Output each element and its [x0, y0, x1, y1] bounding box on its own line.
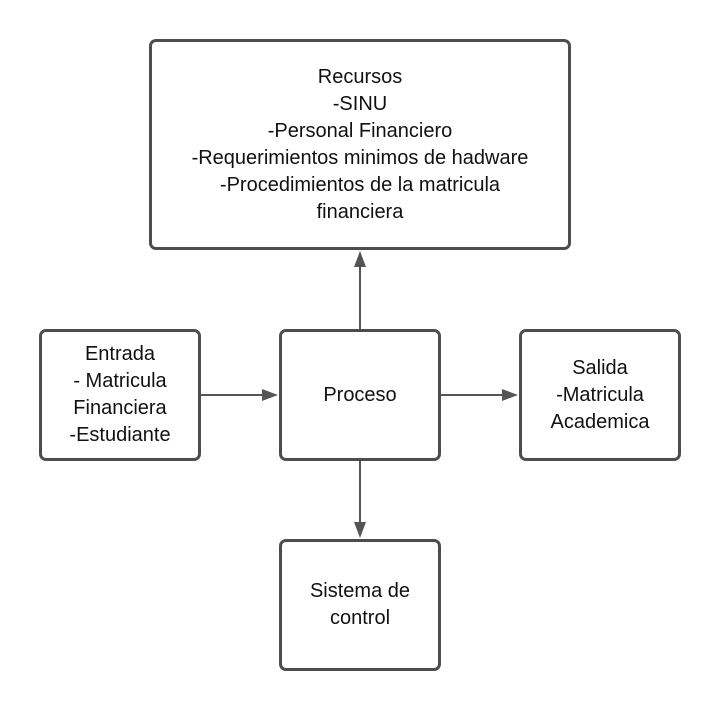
- arrowhead-salida: [502, 389, 518, 401]
- node-recursos-line-5: -Procedimientos de la matricula: [219, 173, 501, 196]
- node-entrada: Entrada - Matricula Financiera -Estudian…: [39, 329, 201, 461]
- node-proceso-line-1: Proceso: [323, 383, 397, 406]
- node-control-line-1: Sistema de: [309, 580, 411, 602]
- node-recursos-line-1: Recursos: [317, 65, 403, 88]
- node-control-line-2: control: [329, 607, 391, 629]
- node-recursos-line-3: -Personal Financiero: [267, 119, 453, 142]
- node-sistema-de-control: Sistema de control: [279, 539, 441, 671]
- node-recursos-line-4: -Requerimientos minimos de hadware: [191, 146, 529, 169]
- node-recursos-line-6: financiera: [316, 200, 404, 223]
- node-entrada-line-1: Entrada: [84, 343, 156, 365]
- node-entrada-line-4: -Estudiante: [69, 424, 171, 446]
- node-entrada-line-2: - Matricula: [73, 370, 167, 392]
- arrowhead-recursos: [354, 251, 366, 267]
- arrowhead-control: [354, 522, 366, 538]
- node-recursos: Recursos -SINU -Personal Financiero -Req…: [149, 39, 571, 250]
- node-proceso: Proceso: [279, 329, 441, 461]
- node-recursos-line-2: -SINU: [332, 92, 388, 115]
- node-salida-line-3: Academica: [550, 410, 650, 433]
- node-salida-line-2: -Matricula: [556, 383, 644, 406]
- node-salida: Salida -Matricula Academica: [519, 329, 681, 461]
- node-salida-line-1: Salida: [572, 356, 628, 379]
- node-entrada-line-3: Financiera: [73, 397, 167, 419]
- arrowhead-proceso: [262, 389, 278, 401]
